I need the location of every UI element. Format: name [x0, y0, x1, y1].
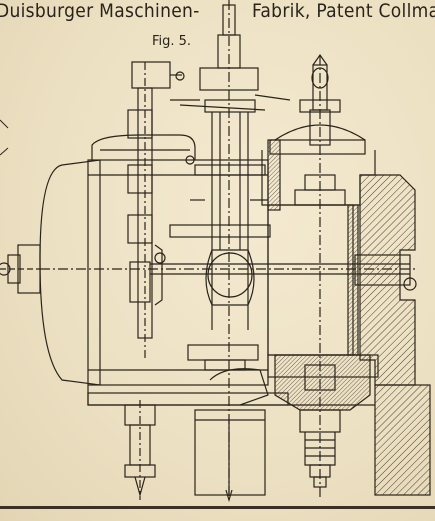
- lower-left-valve: [124, 400, 156, 500]
- top-cover: [91, 134, 196, 160]
- page-bottom-rule: [0, 506, 435, 509]
- header-title-left: Duisburger Maschinen-: [0, 0, 200, 22]
- lower-base: [87, 368, 375, 496]
- governor-links: [170, 94, 291, 201]
- cylinder-body: [39, 159, 269, 386]
- crosshead-assembly: [187, 0, 266, 503]
- valve-gear-column: [127, 61, 195, 360]
- edge-marks: [0, 119, 9, 156]
- figure-label: Fig. 5.: [152, 34, 192, 49]
- left-flange: [0, 244, 41, 294]
- lower-right-valve: [299, 364, 341, 488]
- upper-right-valve: [299, 53, 341, 113]
- right-casing: [267, 139, 431, 496]
- header-title-right: Fabrik, Patent Collma: [252, 0, 435, 22]
- page-header: Duisburger Maschinen- Fabrik, Patent Col…: [0, 0, 435, 26]
